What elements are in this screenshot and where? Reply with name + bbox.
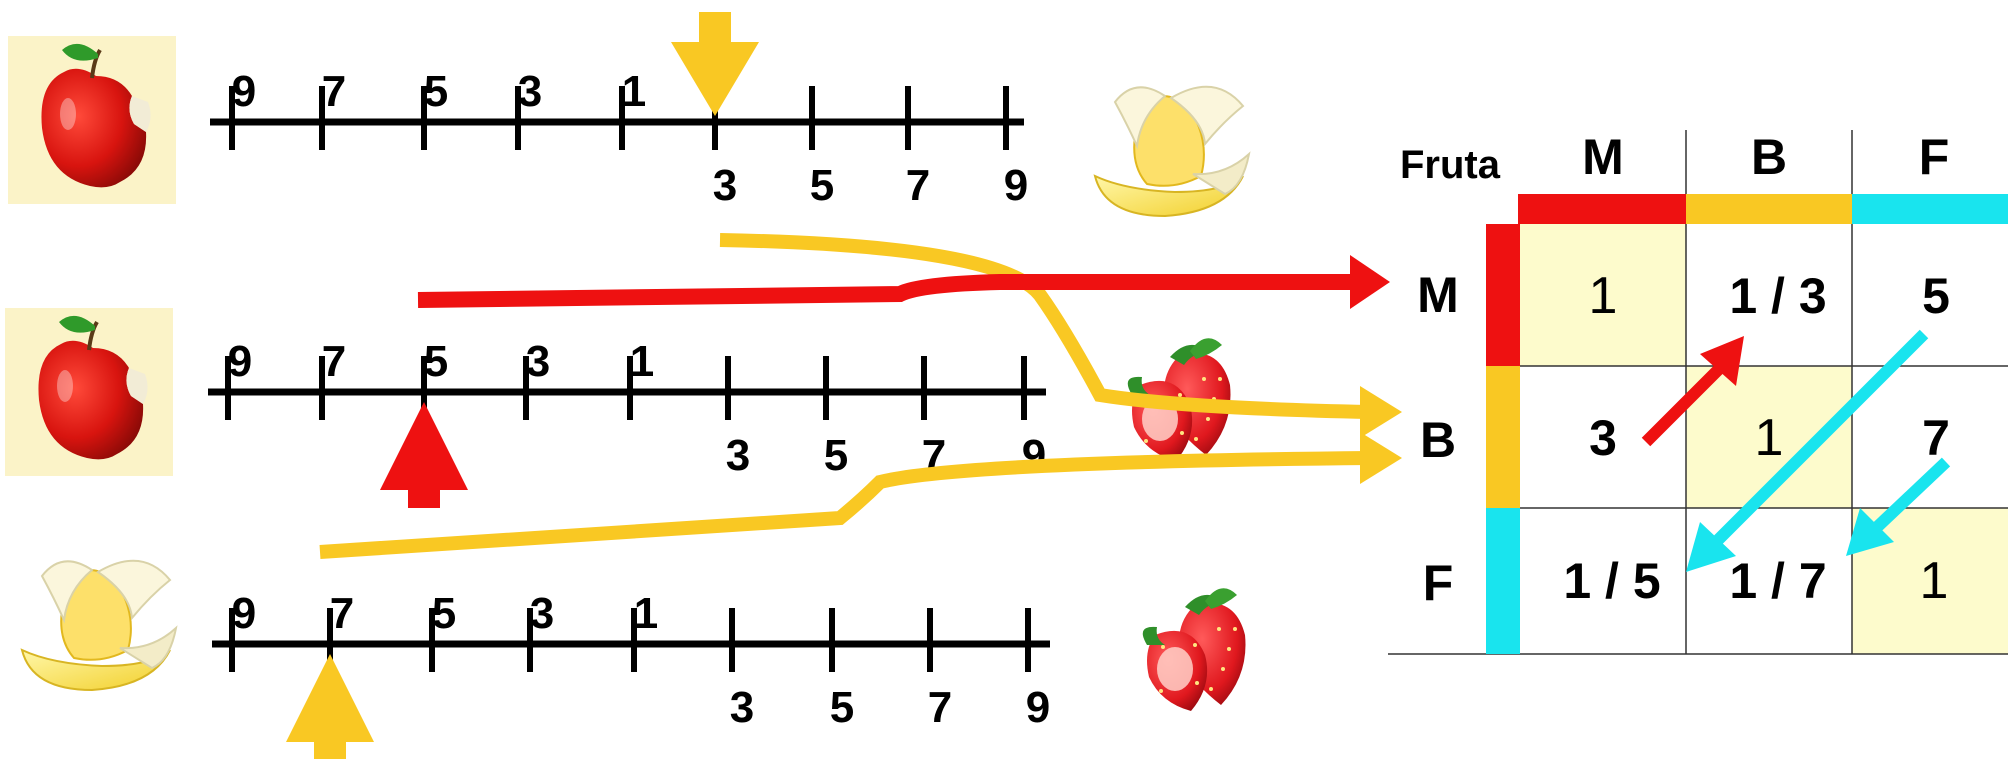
column-bar-f <box>1852 194 2008 224</box>
strawberry-icon <box>1142 588 1246 711</box>
scale-tick-label: 1 <box>622 67 646 116</box>
scale-tick-label: 3 <box>530 589 554 638</box>
arrowhead <box>1350 255 1390 309</box>
reciprocal-arrow-cyan-long <box>1711 329 1929 547</box>
row-header-b: B <box>1420 412 1456 468</box>
matrix-cell-b-m: 3 <box>1589 410 1617 466</box>
scale-tick-label: 7 <box>322 337 346 386</box>
row-header-m: M <box>1417 267 1459 323</box>
scale-tick-label: 3 <box>526 337 550 386</box>
scale-tick-label: 5 <box>810 161 834 210</box>
apple-icon <box>6 34 178 206</box>
scale-tick-label: 5 <box>424 337 448 386</box>
column-header-f: F <box>1919 129 1950 185</box>
arrowhead <box>1686 522 1736 572</box>
banana-icon <box>21 559 177 691</box>
scale-tick-label: 3 <box>518 67 542 116</box>
flow-arrow-scale3-to-row-b <box>319 451 1371 559</box>
scale-tick-label: 9 <box>228 337 252 386</box>
row-bar-f <box>1486 508 1520 654</box>
scale-tick-label: 3 <box>713 161 737 210</box>
matrix-cell-f-f: 1 <box>1920 552 1949 610</box>
scale-tick-label: 5 <box>424 67 448 116</box>
scale-tick-label: 9 <box>232 589 256 638</box>
scale-tick-label: 9 <box>1026 683 1050 732</box>
arrowhead <box>1846 508 1894 556</box>
matrix-cell-f-m: 1 / 5 <box>1563 553 1660 609</box>
arrowhead <box>1700 336 1744 386</box>
scale-tick-label: 5 <box>824 431 848 480</box>
scale-tick-label: 3 <box>726 431 750 480</box>
arrowhead <box>1360 386 1402 438</box>
flow-arrow-scale2-to-row-m <box>417 274 1362 308</box>
row-bar-b <box>1486 366 1520 508</box>
matrix-corner-label: Fruta <box>1400 143 1501 187</box>
scale-tick-label: 3 <box>730 683 754 732</box>
scale-1-marker-arrow <box>671 12 759 116</box>
column-bar-b <box>1686 194 1852 224</box>
column-header-m: M <box>1582 129 1624 185</box>
scale-tick-label: 7 <box>906 161 930 210</box>
scale-tick-label: 7 <box>322 67 346 116</box>
arrowhead <box>1360 432 1402 484</box>
scale-tick-label: 1 <box>634 589 658 638</box>
reciprocal-arrow-red <box>1641 363 1725 447</box>
banana-icon <box>1094 85 1250 217</box>
matrix-cell-b-b: 1 <box>1755 409 1784 467</box>
matrix-cell-m-f: 5 <box>1922 268 1950 324</box>
column-header-b: B <box>1751 129 1787 185</box>
matrix-cell-m-m: 1 <box>1589 267 1618 325</box>
scale-tick-label: 5 <box>432 589 456 638</box>
scale-3: 9 7 5 3 1 3 5 7 9 <box>212 589 1050 732</box>
flow-arrow-scale1-to-row-b <box>719 233 1371 419</box>
flow-arrows <box>319 233 1402 559</box>
matrix-cell-m-b: 1 / 3 <box>1729 268 1826 324</box>
pairwise-comparison-matrix: Fruta M B F M B F 1 1 / 3 5 3 1 7 1 / 5 … <box>1388 129 2008 655</box>
scale-2-marker-arrow <box>380 402 468 508</box>
matrix-cell-f-b: 1 / 7 <box>1729 553 1826 609</box>
row-header-f: F <box>1423 555 1454 611</box>
matrix-cell-diagonal <box>1520 224 1686 366</box>
scale-1: 9 7 5 3 1 3 5 7 9 <box>210 67 1028 210</box>
scale-tick-label: 7 <box>330 589 354 638</box>
scale-tick-label: 5 <box>830 683 854 732</box>
scale-3-marker-arrow <box>286 654 374 759</box>
scale-tick-label: 7 <box>928 683 952 732</box>
scale-markers <box>286 12 759 759</box>
matrix-cell-b-f: 7 <box>1922 410 1950 466</box>
row-bar-m <box>1486 224 1520 366</box>
apple-icon <box>3 306 175 478</box>
scale-tick-label: 1 <box>630 337 654 386</box>
scale-tick-label: 9 <box>1004 161 1028 210</box>
column-bar-m <box>1518 194 1686 224</box>
reciprocal-arrow-cyan-short <box>1869 457 1951 535</box>
scale-tick-label: 9 <box>232 67 256 116</box>
